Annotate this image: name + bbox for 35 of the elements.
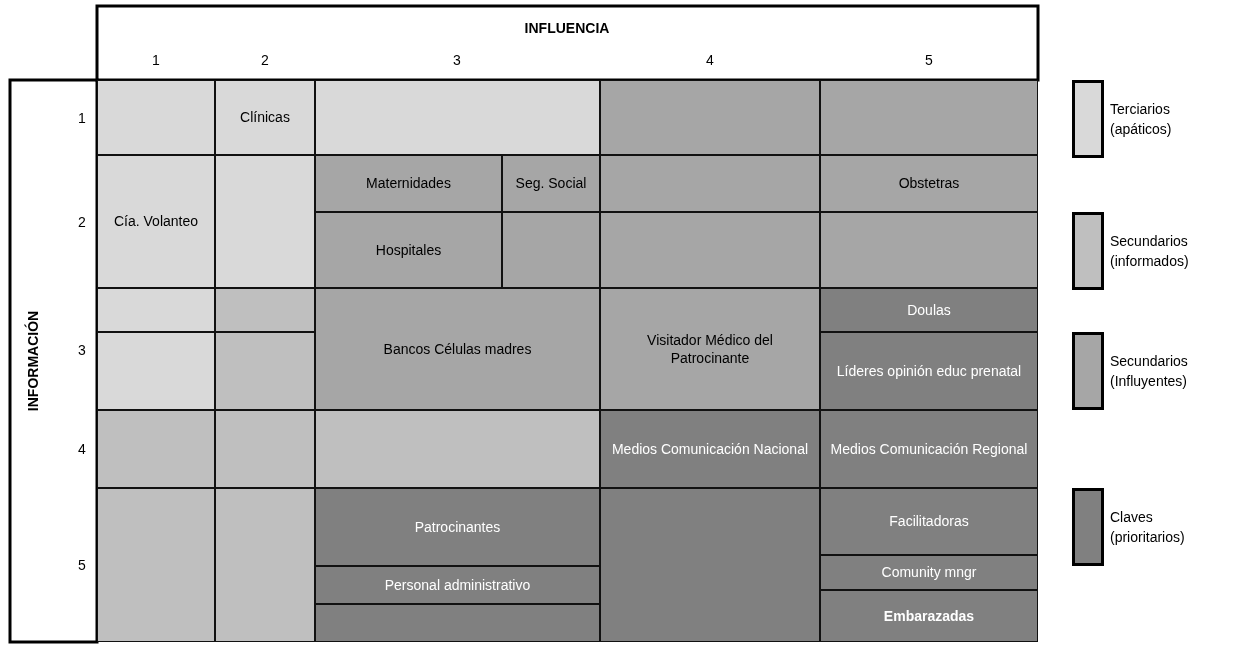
legend-label: Secundarios (informados) xyxy=(1110,232,1190,271)
stakeholder-cell: Embarazadas xyxy=(820,590,1038,642)
axis-tick-label: 1 xyxy=(78,110,86,126)
axis-tick-label: 2 xyxy=(78,214,86,230)
stakeholder-cell: Visitador Médico del Patrocinante xyxy=(600,288,820,410)
stakeholder-cell: Bancos Células madres xyxy=(315,288,600,410)
stakeholder-cell: Cía. Volanteo xyxy=(97,155,215,288)
axis-tick-label: 1 xyxy=(152,52,160,68)
stakeholder-cell: Doulas xyxy=(820,288,1038,332)
stakeholder-cell: Seg. Social xyxy=(502,155,600,212)
axis-tick-label: 4 xyxy=(78,441,86,457)
stakeholder-cell: Patrocinantes xyxy=(315,488,600,566)
axis-title: INFLUENCIA xyxy=(524,20,610,36)
stakeholder-cell: Líderes opinión educ prenatal xyxy=(820,332,1038,410)
stakeholder-cell: Clínicas xyxy=(215,80,315,155)
axis-tick-label: 3 xyxy=(78,342,86,358)
axis-tick-label: 3 xyxy=(453,52,461,68)
legend-label: Claves (prioritarios) xyxy=(1110,508,1186,547)
stakeholder-cell: Comunity mngr xyxy=(820,555,1038,590)
stakeholder-cell: Obstetras xyxy=(820,155,1038,212)
axis-tick-label: 5 xyxy=(78,557,86,573)
stakeholder-cell: Maternidades xyxy=(315,155,502,212)
axis-tick-label: 5 xyxy=(925,52,933,68)
stakeholder-cell: Medios Comunicación Regional xyxy=(820,410,1038,488)
stakeholder-cell: Hospitales xyxy=(315,212,502,288)
empty-cell xyxy=(315,604,600,642)
axis-tick-label: 4 xyxy=(706,52,714,68)
legend-label: Secundarios (Influyentes) xyxy=(1110,352,1189,391)
stakeholder-cell: Facilitadoras xyxy=(820,488,1038,555)
axis-tick-label: 2 xyxy=(261,52,269,68)
legend-label: Terciarios (apáticos) xyxy=(1110,100,1173,139)
stakeholder-cell: Medios Comunicación Nacional xyxy=(600,410,820,488)
empty-cell xyxy=(600,488,820,642)
axis-title: INFORMACIÓN xyxy=(25,310,41,412)
stakeholder-cell: Personal administrativo xyxy=(315,566,600,604)
